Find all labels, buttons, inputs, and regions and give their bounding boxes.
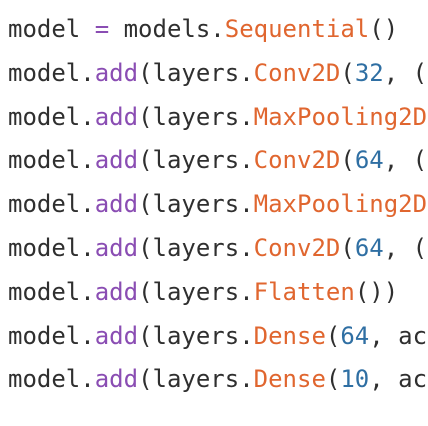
code-token-num: 64: [354, 233, 384, 262]
code-token-plain: (layers.: [138, 277, 254, 306]
code-token-class: Conv2D: [253, 146, 341, 175]
code-line: model.add(layers.MaxPooling2D(: [8, 183, 428, 227]
code-line: model.add(layers.Conv2D(64, (3: [8, 139, 428, 183]
code-token-method: add: [94, 190, 139, 219]
code-line: model.add(layers.Dense(64, act: [8, 315, 428, 359]
code-token-plain: , (: [383, 58, 428, 87]
code-token-plain: (: [340, 233, 355, 262]
code-token-method: add: [94, 233, 139, 262]
code-line: model.add(layers.Conv2D(32, (3: [8, 52, 428, 96]
code-token-method: add: [94, 146, 139, 175]
code-line: model.add(layers.Conv2D(64, (3: [8, 227, 428, 271]
code-token-plain: model.: [8, 233, 95, 262]
code-token-plain: models.: [109, 15, 225, 43]
code-token-plain: (layers.: [138, 102, 254, 131]
code-token-plain: model.: [8, 277, 95, 306]
code-token-plain: [80, 15, 94, 43]
code-token-class: Conv2D: [253, 233, 341, 262]
code-token-plain: model.: [8, 365, 95, 394]
code-token-plain: (layers.: [138, 321, 254, 350]
code-token-plain: model.: [8, 102, 95, 131]
code-line: model.add(layers.Dense(10, act: [8, 358, 428, 402]
code-token-op: =: [94, 15, 110, 43]
code-token-plain: (layers.: [138, 233, 254, 262]
code-token-plain: model.: [8, 190, 95, 219]
code-block: model = models.Sequential()model.add(lay…: [8, 8, 428, 402]
code-token-class: Dense: [253, 321, 326, 350]
code-token-plain: (layers.: [138, 190, 254, 219]
code-token-plain: , ac: [369, 365, 428, 394]
code-token-plain: model.: [8, 58, 95, 87]
code-token-plain: (: [325, 365, 341, 394]
code-token-plain: , (: [383, 233, 428, 262]
code-token-class: Conv2D: [253, 58, 341, 87]
code-token-plain: (layers.: [138, 365, 254, 394]
code-token-plain: model.: [8, 321, 95, 350]
code-token-method: add: [94, 102, 139, 131]
code-token-method: add: [94, 58, 139, 87]
code-token-plain: (: [340, 58, 355, 87]
code-token-plain: (: [340, 146, 355, 175]
code-token-plain: model: [8, 15, 81, 43]
code-token-method: add: [94, 277, 139, 306]
code-token-plain: model.: [8, 146, 95, 175]
code-line: model.add(layers.MaxPooling2D(: [8, 96, 428, 140]
code-token-plain: (: [325, 321, 341, 350]
code-token-method: add: [94, 321, 139, 350]
code-line: model.add(layers.Flatten()): [8, 271, 428, 315]
code-token-num: 64: [340, 321, 370, 350]
code-token-plain: ()): [354, 277, 399, 306]
code-token-num: 32: [354, 58, 384, 87]
code-token-class: Dense: [253, 365, 326, 394]
code-token-method: add: [94, 365, 139, 394]
code-line: model = models.Sequential(): [8, 8, 428, 52]
code-token-class: Flatten: [253, 277, 355, 306]
code-token-plain: (layers.: [138, 146, 254, 175]
code-token-num: 64: [354, 146, 384, 175]
code-token-class: Sequential: [224, 15, 370, 43]
code-token-plain: , (: [383, 146, 428, 175]
code-token-plain: (): [369, 15, 399, 43]
code-token-class: MaxPooling2D: [253, 102, 428, 131]
code-token-plain: , ac: [369, 321, 428, 350]
code-token-num: 10: [340, 365, 370, 394]
code-token-class: MaxPooling2D: [253, 190, 428, 219]
code-token-plain: (layers.: [138, 58, 254, 87]
